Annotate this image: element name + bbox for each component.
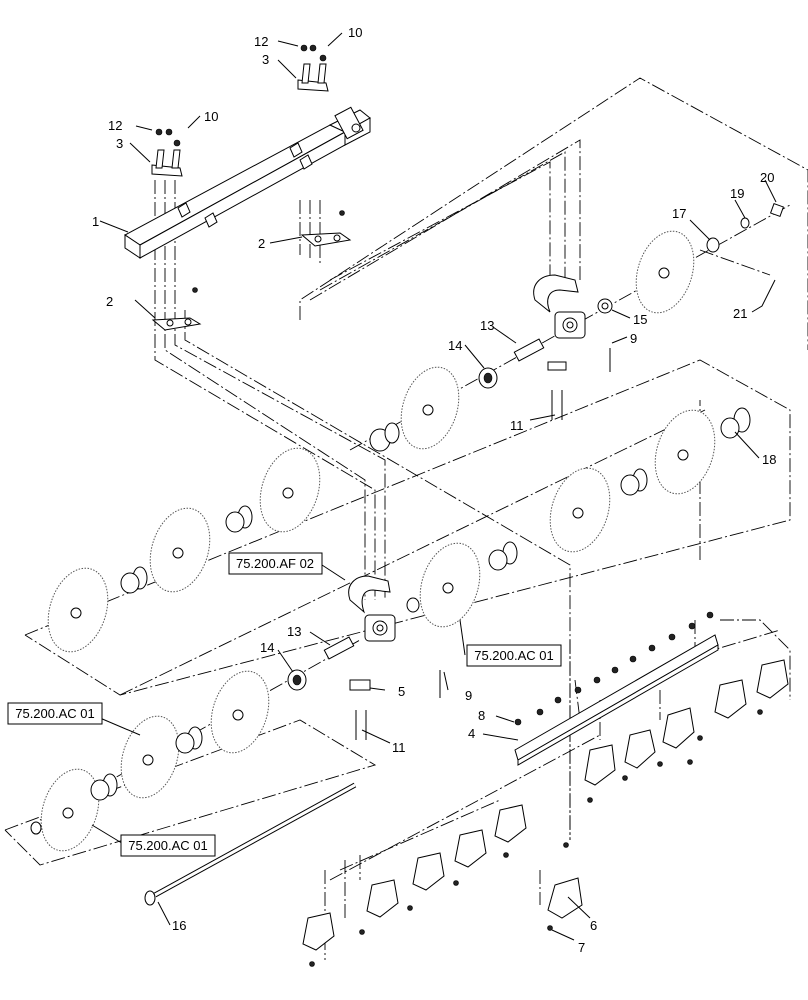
callout-11: 11	[392, 740, 406, 755]
scraper-blades	[302, 659, 789, 967]
leader-lines	[91, 32, 777, 941]
callout-numbers: 1 2 2 3 3 4 5 6 7 8 9 9 10 10 11 11 12 1…	[92, 25, 776, 955]
lower-clamp-right	[300, 210, 352, 247]
callout-4: 4	[468, 726, 475, 741]
reference-75-200-ac-01[interactable]: 75.200.AC 01	[466, 644, 562, 667]
callout-12: 12	[254, 34, 268, 49]
callout-11: 11	[510, 418, 524, 433]
callout-9: 9	[465, 688, 472, 703]
frame-tube	[124, 106, 371, 259]
middle-gang-spools	[120, 407, 751, 613]
callout-19: 19	[730, 186, 744, 201]
callout-14: 14	[260, 640, 274, 655]
callout-1: 1	[92, 214, 99, 229]
callout-8: 8	[478, 708, 485, 723]
callout-17: 17	[672, 206, 686, 221]
callout-2: 2	[258, 236, 265, 251]
callout-2: 2	[106, 294, 113, 309]
lower-gang-discs	[40, 670, 270, 852]
lower-clamp-left	[151, 287, 202, 331]
upper-clamp-left	[151, 128, 183, 177]
callout-5: 5	[398, 684, 405, 699]
reference-75-200-ac-01[interactable]: 75.200.AC 01	[7, 702, 103, 725]
callout-21: 21	[733, 306, 747, 321]
callout-13: 13	[480, 318, 494, 333]
lower-gang-spools	[30, 726, 203, 835]
callout-16: 16	[172, 918, 186, 933]
upper-gang-discs	[400, 230, 695, 450]
callout-6: 6	[590, 918, 597, 933]
callout-3: 3	[116, 136, 123, 151]
callout-7: 7	[578, 940, 585, 955]
reference-75-200-ac-01[interactable]: 75.200.AC 01	[120, 834, 216, 857]
callout-15: 15	[633, 312, 647, 327]
upper-clamp-right	[297, 44, 329, 92]
callout-3: 3	[262, 52, 269, 67]
middle-gang-discs	[47, 409, 716, 653]
upper-bearing-hanger	[533, 274, 613, 371]
callout-10: 10	[348, 25, 362, 40]
callout-10: 10	[204, 109, 218, 124]
svg-text:75.200.AC 01: 75.200.AC 01	[128, 838, 208, 853]
end-hardware	[706, 202, 785, 253]
assembly-centerlines	[4, 77, 808, 960]
svg-text:75.200.AF 02: 75.200.AF 02	[236, 556, 314, 571]
middle-pin-and-spool	[287, 636, 355, 691]
reference-75-200-af-02[interactable]: 75.200.AF 02	[228, 552, 323, 575]
callout-9: 9	[630, 331, 637, 346]
svg-text:75.200.AC 01: 75.200.AC 01	[15, 706, 95, 721]
svg-text:75.200.AC 01: 75.200.AC 01	[474, 648, 554, 663]
scraper-bar	[514, 611, 719, 766]
upper-spool-and-pin	[369, 338, 611, 452]
callout-13: 13	[287, 624, 301, 639]
callout-14: 14	[448, 338, 462, 353]
middle-bearing-hanger	[348, 575, 441, 740]
callout-12: 12	[108, 118, 122, 133]
gang-bolt	[144, 782, 357, 906]
callout-18: 18	[762, 452, 776, 467]
reference-boxes: 75.200.AF 02 75.200.AC 01 75.200.AC 01 7…	[7, 552, 562, 857]
callout-20: 20	[760, 170, 774, 185]
